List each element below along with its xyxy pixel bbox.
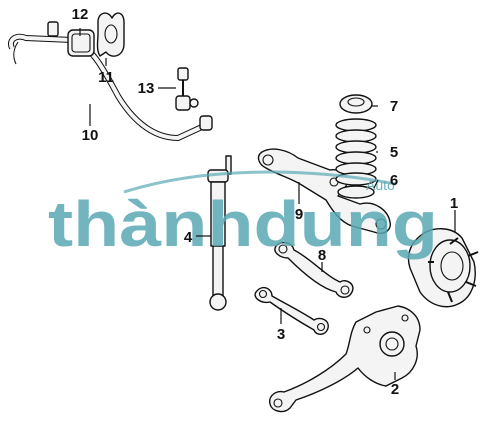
callout-6: 6 — [390, 172, 398, 189]
stabilizer-link — [175, 67, 199, 111]
callout-8: 8 — [318, 247, 326, 264]
callout-9: 9 — [295, 206, 303, 223]
watermark-brand: thànhdung — [48, 188, 438, 260]
wheel-hub — [407, 228, 479, 308]
callout-10: 10 — [82, 127, 99, 144]
callout-4: 4 — [184, 229, 193, 246]
lower-lateral-link — [254, 286, 329, 335]
callout-12: 12 — [72, 6, 89, 23]
callout-2: 2 — [391, 381, 399, 398]
lateral-link — [274, 241, 354, 298]
callout-3: 3 — [277, 326, 285, 343]
spring-seat — [339, 94, 373, 114]
spring-insulator — [337, 185, 375, 199]
callout-5: 5 — [390, 144, 398, 161]
callout-1: 1 — [450, 195, 458, 212]
leader-lines — [79, 28, 456, 380]
watermark-swoosh — [123, 170, 397, 194]
callout-13: 13 — [138, 80, 155, 97]
stabilizer-bracket — [96, 12, 125, 57]
knuckle-trailing-arm — [269, 305, 421, 413]
callout-7: 7 — [390, 98, 398, 115]
stabilizer-bushing — [67, 29, 95, 57]
callout-11: 11 — [98, 69, 114, 86]
callouts: 1 2 3 4 5 6 7 8 9 10 11 12 13 — [72, 6, 459, 398]
watermark: thànhdung Auto — [48, 170, 438, 260]
stabilizer-bar — [8, 21, 213, 142]
